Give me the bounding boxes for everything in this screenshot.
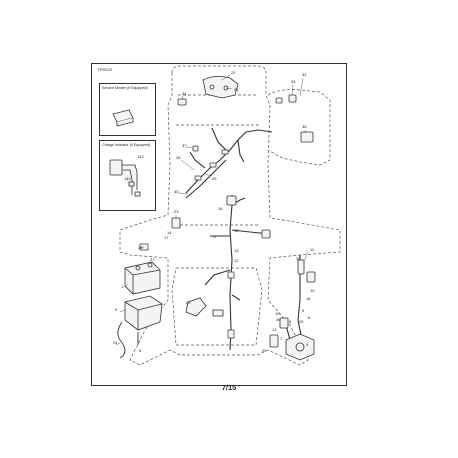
callout-4: 4 [306, 342, 309, 347]
callout-71: 71 [212, 234, 217, 239]
part-71 [226, 195, 237, 206]
upper-harness-part [202, 76, 239, 99]
callout-28: 28 [138, 245, 143, 250]
callout-11: 11 [310, 247, 315, 252]
callout-16: 16 [218, 206, 223, 211]
part-35 [288, 94, 297, 103]
callout-26: 26 [176, 155, 181, 160]
callout-5: 5 [139, 348, 142, 353]
callout-22: 22 [231, 70, 236, 75]
callout-34: 34 [182, 91, 187, 96]
callout-12: 12 [234, 258, 239, 263]
callout-14: 14 [167, 230, 172, 235]
callout-leaders [115, 74, 309, 346]
starter [269, 317, 315, 361]
service-minder-inset: Service Minder (If Equipped) [99, 83, 156, 136]
service-minder-title: Service Minder (If Equipped) [102, 86, 148, 90]
callout-18: 18 [306, 296, 311, 301]
callout-37: 37 [182, 143, 187, 148]
charge-indicator-part [109, 159, 141, 197]
callout-21: 21 [234, 87, 239, 92]
page-number: 7/15 [221, 383, 237, 392]
callout-40: 40 [174, 189, 179, 194]
figure-id: TP8020 [97, 67, 113, 72]
callout-13: 13 [234, 248, 239, 253]
switch-parts [171, 94, 316, 283]
part-13 [261, 229, 271, 239]
callout-29: 29 [186, 300, 191, 305]
callout-labels: 2221343533383726254023161714711513121136… [113, 70, 315, 353]
battery-cables [117, 321, 139, 359]
callout-26: 26 [276, 317, 281, 322]
callout-38: 38 [302, 124, 307, 129]
seat-switch [185, 297, 224, 317]
callout-9: 9 [302, 308, 305, 313]
part-10 [297, 259, 305, 275]
callout-17: 17 [164, 235, 169, 240]
callout-7: 7 [280, 336, 283, 341]
part-28 [306, 271, 316, 283]
callout-20: 20 [262, 348, 267, 353]
callout-23: 23 [174, 209, 179, 214]
callout-13: 13 [272, 327, 277, 332]
callout-1: 1 [121, 284, 124, 289]
charge-indicator-callouts: 142 143 [124, 154, 144, 181]
diagram-frame [91, 63, 347, 386]
callout-2: 2 [115, 307, 118, 312]
charge-indicator-title: Charge Indicator (If Equipped) [102, 143, 151, 147]
callout-8: 8 [289, 319, 292, 324]
callout-24: 24 [113, 340, 118, 345]
callout-10: 10 [310, 288, 315, 293]
part-33 [275, 97, 283, 104]
callout-25: 25 [212, 176, 217, 181]
callout-35: 35 [291, 79, 296, 84]
part-26 [192, 145, 199, 152]
part-14 [171, 217, 181, 229]
callout-142: 142 [137, 154, 144, 159]
callout-25: 25 [299, 319, 304, 324]
callout-6: 6 [308, 315, 311, 320]
part-34 [177, 98, 187, 106]
callout-143: 143 [124, 176, 131, 181]
callout-36: 36 [296, 256, 301, 261]
service-minder-part [112, 109, 134, 127]
callout-33: 33 [302, 72, 307, 77]
part-37 [300, 131, 314, 143]
battery-tray [124, 295, 163, 331]
callout-15: 15 [234, 228, 239, 233]
callout-27: 27 [150, 257, 155, 262]
battery [124, 261, 161, 295]
callout-19: 19 [275, 311, 280, 316]
